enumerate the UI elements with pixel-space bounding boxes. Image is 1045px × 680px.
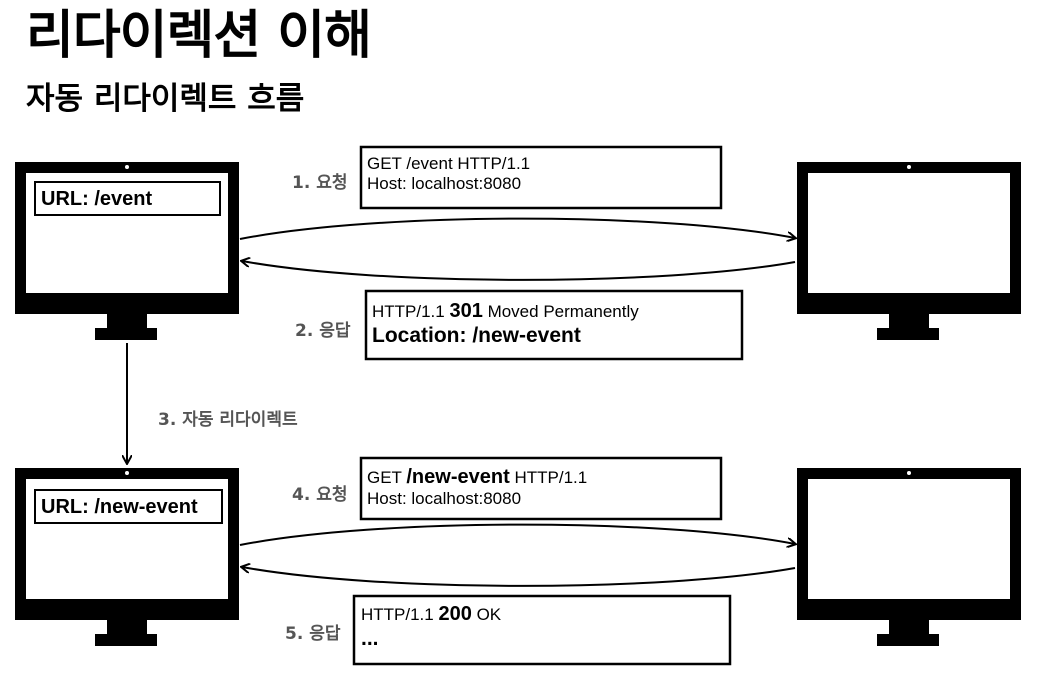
request-version: HTTP/1.1 xyxy=(509,468,588,487)
response-arrow-bottom xyxy=(242,567,796,587)
status-prefix: HTTP/1.1 xyxy=(361,605,439,624)
request-1-text: GET /event HTTP/1.1 Host: localhost:8080 xyxy=(367,154,530,195)
step-3-label: 3. 자동 리다이렉트 xyxy=(158,410,298,430)
request-box-2 xyxy=(359,456,723,521)
request-box-1 xyxy=(359,145,723,210)
step-1-label: 1. 요청 xyxy=(292,173,348,193)
response-body: ... xyxy=(361,627,379,650)
page-title: 리다이렉션 이해 xyxy=(26,6,372,66)
client-monitor-bottom xyxy=(15,468,239,646)
request-2-line: GET /new-event HTTP/1.1 xyxy=(367,465,587,489)
client-monitor-top xyxy=(15,162,239,340)
request-2-host: Host: localhost:8080 xyxy=(367,489,522,508)
response-2-text: HTTP/1.1 200 OK ... xyxy=(361,602,501,651)
url-bar-bottom xyxy=(34,489,223,524)
request-1-line: GET /event HTTP/1.1 xyxy=(367,154,531,173)
location-header: Location: /new-event xyxy=(372,324,581,347)
request-path: /new-event xyxy=(406,466,510,488)
request-1-host: Host: localhost:8080 xyxy=(367,174,522,194)
url-bar-top xyxy=(34,181,221,216)
response-1-text: HTTP/1.1 301 Moved Permanently Location:… xyxy=(372,299,639,348)
url-text-top: URL: /event xyxy=(41,188,153,210)
response-box-2 xyxy=(352,594,732,666)
response-2-status-line: HTTP/1.1 200 OK xyxy=(361,602,501,626)
request-arrow-bottom xyxy=(239,523,795,545)
response-box-1 xyxy=(364,289,744,361)
request-arrow-top xyxy=(239,217,795,239)
server-monitor-bottom xyxy=(797,468,1021,646)
url-text-bottom: URL: /new-event xyxy=(41,496,198,518)
page-subtitle: 자동 리다이렉트 흐름 xyxy=(26,81,305,117)
status-code: 200 xyxy=(438,603,472,625)
step-2-label: 2. 응답 xyxy=(295,321,351,341)
status-prefix: HTTP/1.1 xyxy=(372,302,450,321)
status-text: Moved Permanently xyxy=(482,302,639,321)
status-code: 301 xyxy=(449,300,483,322)
status-text: OK xyxy=(471,605,502,624)
step-4-label: 4. 요청 xyxy=(292,485,348,505)
step-5-label: 5. 응답 xyxy=(285,624,341,644)
response-arrow-top xyxy=(242,261,796,281)
request-2-text: GET /new-event HTTP/1.1 Host: localhost:… xyxy=(367,465,587,509)
request-method: GET xyxy=(367,468,407,487)
server-monitor-top xyxy=(797,162,1021,340)
response-1-status-line: HTTP/1.1 301 Moved Permanently xyxy=(372,299,639,323)
